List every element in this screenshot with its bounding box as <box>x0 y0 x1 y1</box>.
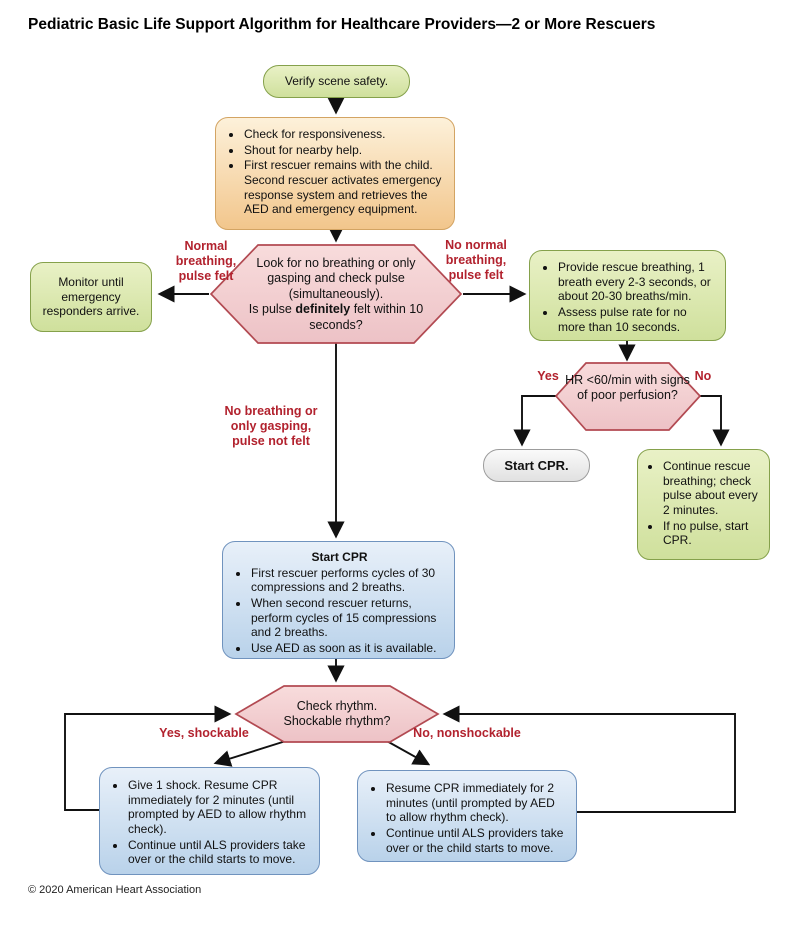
continue-rescue-box: Continue rescue breathing; check pulse a… <box>637 449 770 560</box>
pulse-check-hexagon <box>209 244 463 344</box>
nonshockable-list: Resume CPR immediately for 2 minutes (un… <box>370 781 568 855</box>
hr-check-text: HR <60/min with signs of poor perfusion? <box>565 373 690 403</box>
page-title: Pediatric Basic Life Support Algorithm f… <box>28 16 656 33</box>
monitor-text: Monitor until emergency responders arriv… <box>42 275 140 319</box>
bullet-item: Provide rescue breathing, 1 breath every… <box>557 260 715 304</box>
label-no-nonshockable: No, nonshockable <box>413 726 521 740</box>
bullet-item: Shout for nearby help. <box>243 143 444 158</box>
bullet-item: Resume CPR immediately for 2 minutes (un… <box>385 781 568 825</box>
shockable-box: Give 1 shock. Resume CPR immediately for… <box>99 767 320 875</box>
loop-nonshockable-to-check-rhythm <box>442 705 736 813</box>
pulse-check-text: Look for no breathing or only gasping an… <box>238 256 434 333</box>
bullet-item: Assess pulse rate for no more than 10 se… <box>557 305 715 334</box>
arrow-check-rhythm-nonshockable <box>384 739 431 766</box>
pulse-check-q-post: felt within 10 seconds? <box>309 302 424 332</box>
nonshockable-box: Resume CPR immediately for 2 minutes (un… <box>357 770 577 862</box>
bullet-item: Continue until ALS providers take over o… <box>385 826 568 855</box>
bullet-item: Give 1 shock. Resume CPR immediately for… <box>127 778 311 837</box>
assess-response-box: Check for responsiveness. Shout for near… <box>215 117 455 230</box>
bullet-item: Continue until ALS providers take over o… <box>127 838 311 867</box>
continue-rescue-list: Continue rescue breathing; check pulse a… <box>649 459 761 548</box>
label-yes: Yes <box>537 369 559 383</box>
check-rhythm-text: Check rhythm. Shockable rhythm? <box>283 699 391 729</box>
label-no: No <box>694 369 712 383</box>
start-cpr-small-box: Start CPR. <box>483 449 590 482</box>
label-normal-breathing: Normal breathing, pulse felt <box>175 239 237 283</box>
bullet-item: Check for responsiveness. <box>243 127 444 142</box>
verify-scene-safety-box: Verify scene safety. <box>263 65 410 98</box>
start-cpr-list: First rescuer performs cycles of 30 comp… <box>235 566 444 656</box>
label-no-normal-breathing: No normal breathing, pulse felt <box>445 238 507 282</box>
verify-scene-safety-text: Verify scene safety. <box>284 74 389 89</box>
rescue-breathing-list: Provide rescue breathing, 1 breath every… <box>542 260 715 334</box>
check-rhythm-hexagon <box>234 685 440 743</box>
bullet-item: Continue rescue breathing; check pulse a… <box>662 459 761 518</box>
copyright-text: © 2020 American Heart Association <box>28 884 202 896</box>
assess-response-list: Check for responsiveness. Shout for near… <box>228 127 444 217</box>
bullet-item: First rescuer remains with the child. Se… <box>243 158 444 217</box>
loop-shockable-to-check-rhythm <box>64 705 232 811</box>
label-yes-shockable: Yes, shockable <box>159 726 249 740</box>
label-no-breathing-gasping: No breathing or only gasping, pulse not … <box>224 404 318 448</box>
pulse-check-line1: Look for no breathing or only gasping an… <box>256 256 416 301</box>
rescue-breathing-box: Provide rescue breathing, 1 breath every… <box>529 250 726 341</box>
hr-check-hexagon <box>554 362 702 431</box>
bullet-item: First rescuer performs cycles of 30 comp… <box>250 566 444 595</box>
start-cpr-title: Start CPR <box>311 550 368 564</box>
arrow-check-rhythm-shockable <box>213 739 290 767</box>
start-cpr-small-text: Start CPR. <box>504 457 569 473</box>
pulse-check-question: Is pulse definitely felt within 10 secon… <box>238 302 434 333</box>
bullet-item: When second rescuer returns, perform cyc… <box>250 596 444 640</box>
arrow-hr-check-yes <box>513 395 556 447</box>
bullet-item: If no pulse, start CPR. <box>662 519 761 548</box>
monitor-box: Monitor until emergency responders arriv… <box>30 262 152 332</box>
shockable-list: Give 1 shock. Resume CPR immediately for… <box>112 778 311 867</box>
start-cpr-box: Start CPR First rescuer performs cycles … <box>222 541 455 659</box>
arrow-hr-check-no <box>700 395 730 447</box>
bullet-item: Use AED as soon as it is available. <box>250 641 444 656</box>
pulse-check-q-pre: Is pulse <box>248 302 296 317</box>
pulse-check-q-bold: definitely <box>295 302 351 317</box>
